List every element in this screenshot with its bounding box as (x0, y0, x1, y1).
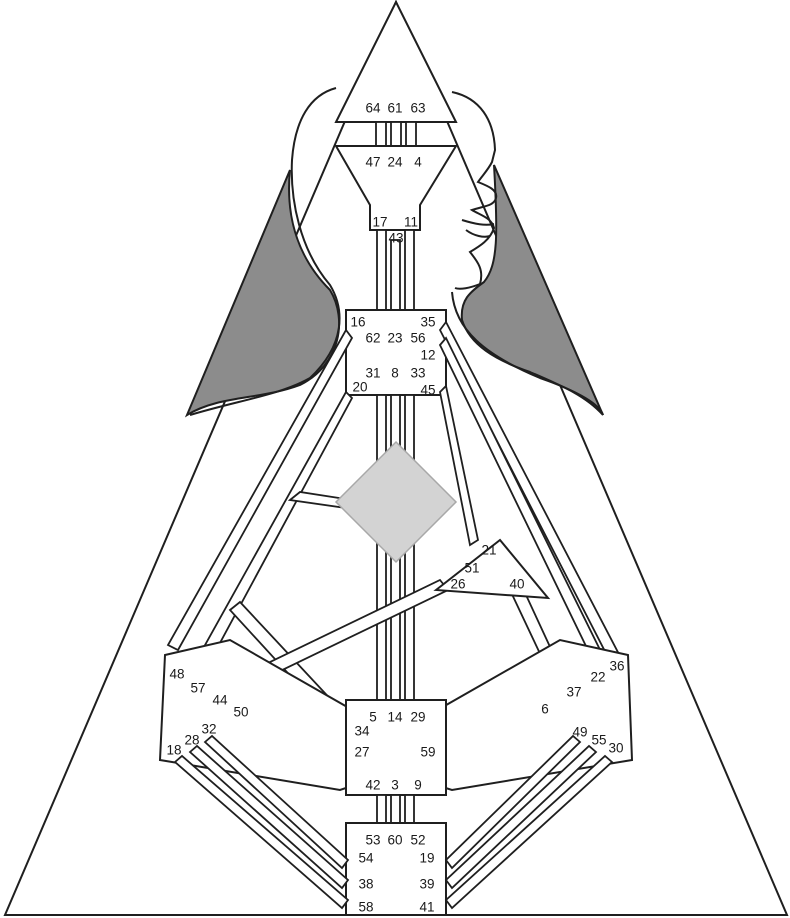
gate-label: 30 (608, 741, 623, 756)
ego-center (433, 538, 551, 600)
head-silhouette-outline (189, 87, 341, 416)
gate-label: 8 (391, 366, 399, 381)
gate-label: 34 (354, 724, 370, 739)
gate-label: 29 (410, 710, 425, 725)
gate-label: 40 (509, 577, 524, 592)
channel-16-48 (166, 328, 354, 652)
channel-18-58 (173, 754, 350, 910)
gate-label: 4 (414, 155, 422, 170)
gate-label: 17 (372, 215, 387, 230)
channel-43-23 (390, 239, 401, 311)
gate-label: 51 (464, 561, 479, 576)
channel-28-38 (188, 744, 350, 890)
channel-64-47 (375, 121, 387, 147)
gate-label: 14 (387, 710, 403, 725)
gate-label: 20 (352, 380, 367, 395)
gate-label: 12 (420, 348, 435, 363)
gate-label: 24 (387, 155, 403, 170)
gate-label: 43 (388, 231, 403, 246)
gate-labels: 64 61 63 47 24 4 17 43 11 16 62 23 56 35… (166, 101, 624, 915)
channel-32-54 (203, 734, 350, 870)
gate-label: 62 (365, 331, 380, 346)
gate-label: 64 (365, 101, 381, 116)
channel-30-41 (444, 754, 614, 910)
shoulder-line-right (451, 291, 604, 416)
mouth-lines (461, 219, 495, 238)
gate-label: 16 (350, 315, 365, 330)
gate-label: 48 (169, 667, 184, 682)
gate-label: 21 (481, 543, 496, 558)
gate-label: 41 (419, 900, 434, 915)
gate-label: 3 (391, 778, 399, 793)
gate-label: 56 (410, 331, 425, 346)
gate-label: 23 (387, 331, 402, 346)
gate-label: 18 (166, 743, 181, 758)
gate-label: 11 (404, 215, 418, 230)
gate-label: 63 (410, 101, 425, 116)
gate-label: 59 (420, 745, 435, 760)
sacral-center (345, 699, 447, 796)
gate-label: 19 (419, 851, 434, 866)
gate-label: 60 (387, 833, 402, 848)
gate-label: 53 (365, 833, 380, 848)
channel-42-53 (376, 794, 387, 824)
ajna-center (334, 145, 458, 231)
gate-label: 31 (365, 366, 380, 381)
channel-49-19 (444, 734, 582, 870)
gate-label: 61 (387, 101, 402, 116)
gate-label: 57 (190, 681, 205, 696)
gate-label: 32 (201, 722, 216, 737)
gate-label: 49 (572, 725, 587, 740)
channel-55-39 (444, 744, 598, 890)
gate-label: 42 (365, 778, 380, 793)
channel-17-62 (376, 229, 387, 311)
gate-label: 35 (420, 315, 435, 330)
gate-label: 50 (233, 705, 248, 720)
gate-label: 55 (591, 733, 606, 748)
gate-label: 36 (609, 659, 624, 674)
left-silhouette-shade (184, 169, 341, 418)
gate-label: 37 (566, 685, 581, 700)
gate-label: 39 (419, 877, 434, 892)
channel-3-60 (390, 794, 401, 824)
channel-63-4 (405, 121, 417, 147)
gate-label: 6 (541, 702, 549, 717)
gate-label: 27 (354, 745, 369, 760)
gate-label: 54 (358, 851, 374, 866)
gate-label: 58 (358, 900, 373, 915)
channel-11-56 (404, 229, 415, 311)
channel-61-24 (390, 121, 402, 147)
channel-9-52 (404, 794, 415, 824)
gate-label: 28 (184, 733, 199, 748)
gate-label: 26 (450, 577, 465, 592)
gate-label: 22 (590, 670, 605, 685)
gate-label: 33 (410, 366, 425, 381)
gate-label: 44 (212, 693, 228, 708)
g-center-diamond (334, 440, 458, 564)
gate-label: 9 (414, 778, 422, 793)
face-profile-outline (451, 91, 498, 290)
gate-label: 52 (410, 833, 425, 848)
channel-45-21 (439, 384, 480, 547)
gate-label: 5 (369, 710, 377, 725)
gate-label: 45 (420, 383, 435, 398)
gate-label: 47 (365, 155, 380, 170)
root-center (345, 822, 447, 916)
gate-label: 38 (358, 877, 373, 892)
